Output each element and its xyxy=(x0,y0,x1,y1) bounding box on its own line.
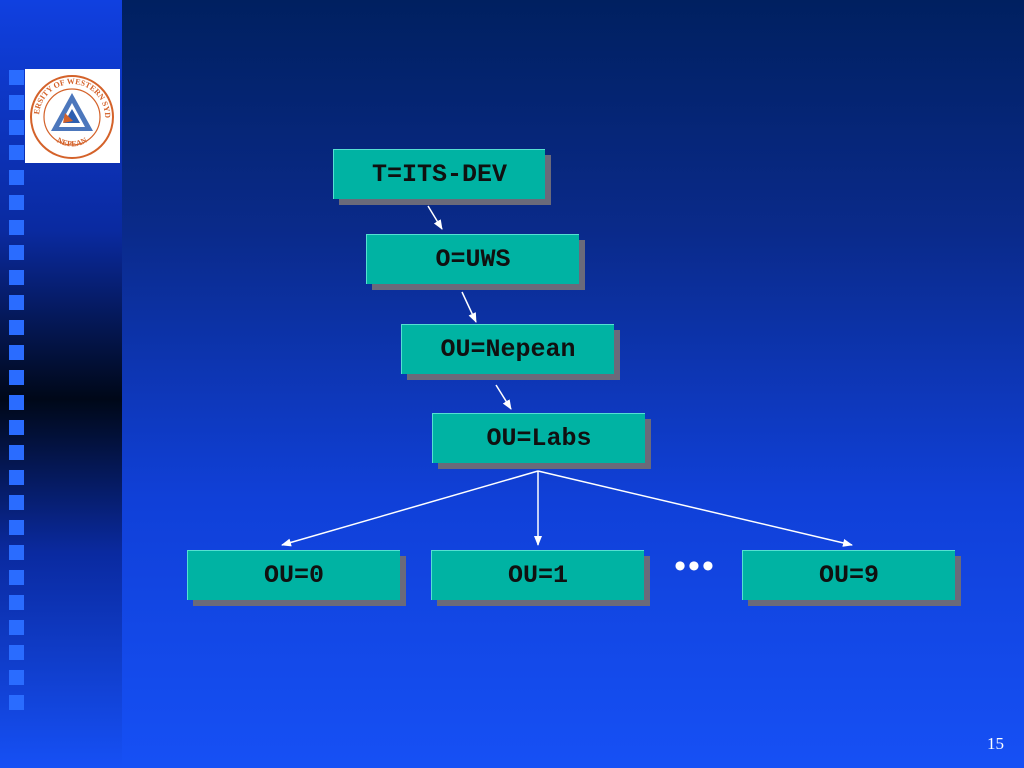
sidebar-square xyxy=(9,595,24,610)
sidebar-square xyxy=(9,70,24,85)
logo-text-bottom: NEPEAN xyxy=(55,136,88,149)
sidebar-square xyxy=(9,145,24,160)
arrow-campus-to-labs xyxy=(495,384,512,410)
node-label: O=UWS xyxy=(435,245,511,274)
node-label: OU=0 xyxy=(263,561,324,590)
sidebar-square xyxy=(9,470,24,485)
sidebar-square xyxy=(9,245,24,260)
sidebar-square xyxy=(9,170,24,185)
sidebar-square xyxy=(9,495,24,510)
node-ou-0: OU=0 xyxy=(187,550,400,600)
ellipsis: ••• xyxy=(674,548,716,585)
arrow-org-to-campus xyxy=(461,291,477,323)
node-ou-1: OU=1 xyxy=(431,550,644,600)
sidebar-square xyxy=(9,195,24,210)
sidebar-square xyxy=(9,520,24,535)
sidebar-square xyxy=(9,95,24,110)
page-number: 15 xyxy=(987,734,1004,753)
sidebar-square xyxy=(9,295,24,310)
sidebar-square xyxy=(9,670,24,685)
arrow-root-to-org xyxy=(427,205,443,230)
sidebar-square xyxy=(9,620,24,635)
sidebar-square xyxy=(9,570,24,585)
university-logo: UNIVERSITY OF WESTERN SYDNEY NEPEAN xyxy=(22,62,120,163)
sidebar-square xyxy=(9,370,24,385)
arrow-labs-to-lab9 xyxy=(537,470,853,547)
logo-seal-icon: UNIVERSITY OF WESTERN SYDNEY NEPEAN xyxy=(22,62,114,159)
sidebar-square xyxy=(9,345,24,360)
sidebar-square xyxy=(9,445,24,460)
node-uws: O=UWS xyxy=(366,234,579,284)
node-label: OU=9 xyxy=(818,561,879,590)
node-nepean: OU=Nepean xyxy=(401,324,614,374)
node-ou-9: OU=9 xyxy=(742,550,955,600)
sidebar-square xyxy=(9,220,24,235)
sidebar-square xyxy=(9,120,24,135)
node-label: OU=1 xyxy=(507,561,568,590)
sidebar-square xyxy=(9,695,24,710)
sidebar-square xyxy=(9,545,24,560)
arrow-labs-to-lab0 xyxy=(281,470,539,547)
sidebar-square xyxy=(9,270,24,285)
sidebar-square-column xyxy=(9,70,27,720)
node-label: OU=Labs xyxy=(486,424,592,453)
sidebar-square xyxy=(9,420,24,435)
sidebar-square xyxy=(9,320,24,335)
node-its-dev: T=ITS-DEV xyxy=(333,149,545,199)
node-label: T=ITS-DEV xyxy=(371,160,508,189)
sidebar-square xyxy=(9,645,24,660)
svg-text:NEPEAN: NEPEAN xyxy=(55,136,88,149)
sidebar-square xyxy=(9,395,24,410)
node-labs: OU=Labs xyxy=(432,413,645,463)
node-label: OU=Nepean xyxy=(440,335,576,364)
